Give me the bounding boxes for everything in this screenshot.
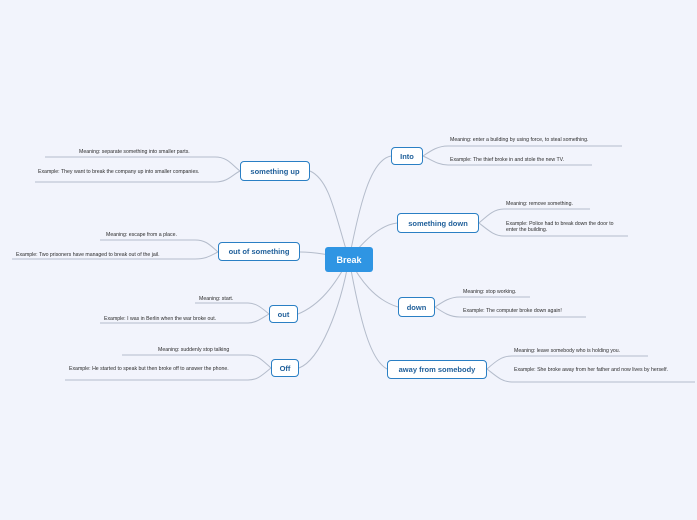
connector-line	[422, 145, 449, 157]
subtopic-meaning[interactable]: Meaning: stop working.	[463, 289, 517, 295]
subtopic-example[interactable]: Example: They want to break the company …	[38, 169, 200, 175]
topic-into[interactable]: Into	[391, 147, 423, 165]
connector-line	[194, 239, 219, 253]
subtopic-example[interactable]: Example: She broke away from her father …	[514, 367, 668, 373]
central-topic[interactable]: Break	[325, 247, 373, 272]
subtopic-meaning[interactable]: Meaning: remove something.	[506, 201, 573, 207]
connector-line	[348, 258, 388, 370]
subtopic-meaning[interactable]: Meaning: leave somebody who is holding y…	[514, 348, 621, 354]
subtopic-example[interactable]: Example: The computer broke down again!	[463, 308, 562, 314]
topic-label: away from somebody	[398, 365, 476, 374]
subtopic-example[interactable]: Example: He started to speak but then br…	[69, 366, 229, 372]
connector-line	[486, 355, 513, 370]
connector-line	[434, 306, 461, 318]
connector-line	[247, 313, 270, 324]
connector-line	[486, 368, 513, 383]
topic-label: Into	[400, 151, 414, 161]
topic-label: out of something	[228, 247, 290, 256]
topic-label: Off	[279, 363, 291, 373]
subtopic-meaning[interactable]: Meaning: separate something into smaller…	[79, 149, 190, 155]
connector-line	[478, 208, 505, 224]
connector-line	[422, 155, 449, 166]
central-topic-label: Break	[336, 254, 362, 265]
subtopic-meaning[interactable]: Meaning: start.	[199, 296, 234, 302]
subtopic-example[interactable]: Example: Two prisoners have managed to b…	[16, 252, 160, 258]
subtopic-meaning[interactable]: Meaning: escape from a place.	[106, 232, 177, 238]
subtopic-example[interactable]: Example: The thief broke in and stole th…	[450, 157, 565, 163]
connector-line	[348, 155, 392, 260]
topic-something-up[interactable]: something up	[240, 161, 310, 181]
topic-out[interactable]: out	[269, 305, 298, 323]
subtopic-meaning[interactable]: Meaning: suddenly stop talking	[158, 347, 230, 353]
topic-something-down[interactable]: something down	[397, 213, 479, 233]
connector-line	[214, 156, 241, 172]
connector-line	[478, 222, 505, 237]
connector-line	[434, 296, 461, 308]
connector-line	[247, 354, 272, 369]
connector-line	[298, 258, 350, 369]
subtopic-meaning[interactable]: Meaning: enter a building by using force…	[450, 137, 589, 143]
connector-line	[194, 251, 219, 260]
topic-away-from-somebody[interactable]: away from somebody	[387, 360, 487, 379]
connector-line	[247, 367, 272, 381]
subtopic-example[interactable]: Example: I was in Berlin when the war br…	[104, 316, 217, 322]
topic-label: something down	[408, 218, 468, 228]
topic-label: out	[277, 309, 290, 319]
connector-line	[214, 170, 241, 183]
topic-label: down	[406, 302, 427, 312]
topic-label: something up	[250, 166, 300, 176]
topic-off[interactable]: Off	[271, 359, 299, 377]
connector-line	[247, 302, 270, 315]
topic-out-of-something[interactable]: out of something	[218, 242, 300, 261]
subtopic-example[interactable]: Example: Police had to break down the do…	[506, 221, 614, 233]
connector-line	[309, 170, 350, 260]
topic-down[interactable]: down	[398, 297, 435, 317]
